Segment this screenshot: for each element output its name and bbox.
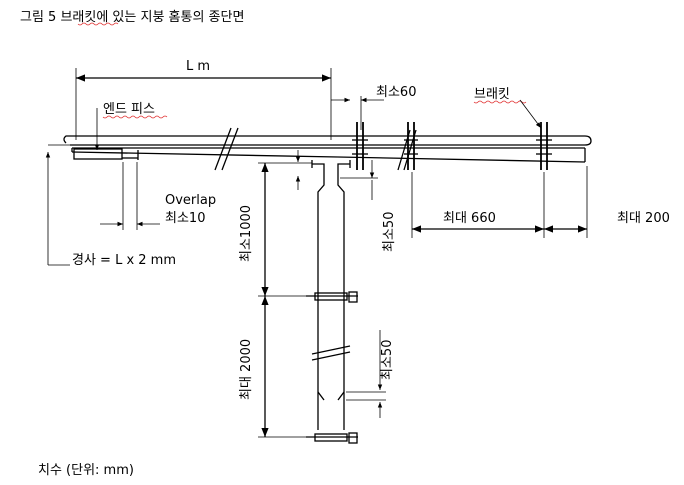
max200-label: 최대 200 <box>617 211 670 226</box>
dimension-min1000: 최소1000 <box>239 162 312 297</box>
bracket-3 <box>536 122 552 170</box>
spellcheck-underline <box>77 22 119 26</box>
bracket-label: 브래킷 <box>474 87 510 102</box>
dimension-min50-bottom: 최소50 <box>346 330 395 418</box>
end-piece-label: 엔드 피스 <box>103 102 155 117</box>
min60-label: 최소60 <box>376 85 416 100</box>
min1000-label: 최소1000 <box>239 205 254 262</box>
bracket-1 <box>352 122 368 170</box>
figure-title: 그림 5 브래킷에 있는 지붕 홈통의 종단면 <box>20 10 244 25</box>
gutter-body <box>63 127 592 171</box>
units-note: 치수 (단위: mm) <box>38 463 134 478</box>
length-label: L m <box>186 59 210 74</box>
dimension-overlap: Overlap 최소10 <box>100 162 216 230</box>
overlap-min-label: 최소10 <box>165 211 205 226</box>
downpipe <box>306 160 358 444</box>
max660-label: 최대 660 <box>443 211 496 226</box>
dimension-max2000: 최대 2000 <box>239 296 306 438</box>
min50-bottom-label: 최소50 <box>380 340 395 380</box>
dimension-max660: 최대 660 <box>411 172 545 238</box>
dimension-min50-top: 최소50 <box>340 160 397 252</box>
dimension-min60: 최소60 <box>331 85 416 130</box>
dimension-length: L m <box>75 59 332 140</box>
dimension-max200: 최대 200 <box>544 166 670 238</box>
bracket-2 <box>404 122 418 170</box>
min50-top-label: 최소50 <box>382 212 397 252</box>
slope-label: 경사 = L x 2 mm <box>72 253 176 268</box>
max2000-label: 최대 2000 <box>239 339 254 400</box>
overlap-label: Overlap <box>165 193 216 208</box>
bracket-callout: 브래킷 <box>473 87 542 129</box>
end-piece-callout: 엔드 피스 <box>94 102 168 150</box>
dimension-slope: 경사 = L x 2 mm <box>45 144 176 268</box>
